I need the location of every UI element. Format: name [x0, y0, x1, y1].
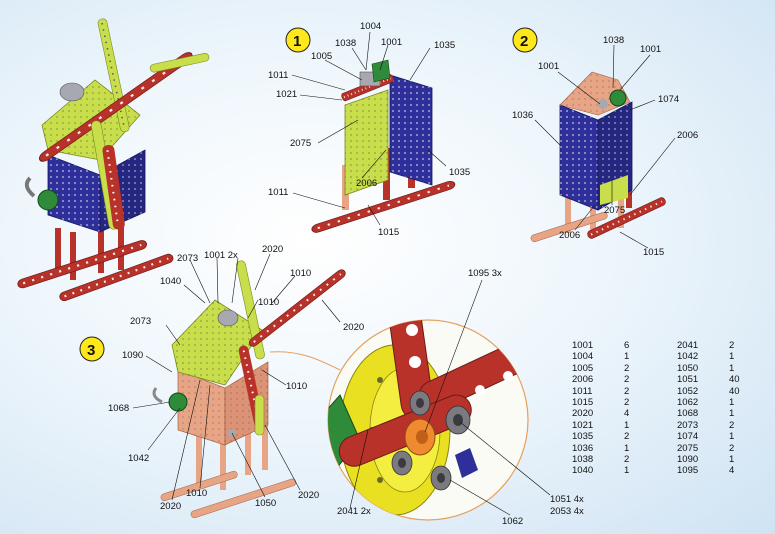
label-2006: 2006 [677, 130, 698, 141]
label-1050: 1050 [255, 498, 276, 509]
label-1010: 1010 [290, 268, 311, 279]
label-2006b: 2006 [559, 230, 580, 241]
label-1005: 1005 [311, 51, 332, 62]
label-2073: 2073 [177, 253, 198, 264]
step-number-3: 3 [87, 342, 95, 359]
step-3-assembly [79, 260, 349, 518]
label-1001: 1001 [640, 44, 661, 55]
label-1035: 1035 [434, 40, 455, 51]
label-1001: 1001 [381, 37, 402, 48]
label-2020: 2020 [262, 244, 283, 255]
label-1011b: 1011 [268, 187, 288, 198]
step-1-assembly [285, 27, 458, 236]
label-1038: 1038 [603, 35, 624, 46]
labels-step-1: 1004 1038 1001 1005 1035 1011 1021 2075 … [268, 21, 470, 238]
label-1036: 1036 [512, 110, 533, 121]
label-1035b: 1035 [449, 167, 470, 178]
label-1010d: 1010 [186, 488, 207, 499]
label-2073b: 2073 [130, 316, 151, 327]
label-2006: 2006 [356, 178, 377, 189]
labels-step-3: 2073 1001 2x 2020 1040 1010 1010 2073 10… [87, 244, 364, 512]
label-2075: 2075 [604, 205, 625, 216]
label-1011: 1011 [268, 70, 288, 81]
label-2053-4x: 2053 4x [550, 506, 584, 517]
label-1090: 1090 [122, 350, 143, 361]
label-1015: 1015 [643, 247, 664, 258]
label-1038: 1038 [335, 38, 356, 49]
labels-step-2: 1038 1001 1001 1074 1036 2006 2075 2006 … [512, 33, 698, 258]
label-2020b: 2020 [343, 322, 364, 333]
label-2041-2x: 2041 2x [337, 506, 371, 517]
label-1021: 1021 [276, 89, 297, 100]
label-1042: 1042 [128, 453, 149, 464]
label-1010c: 1010 [286, 381, 307, 392]
detail-magnifier [269, 319, 529, 521]
label-1001-2x: 1001 2x [204, 250, 238, 261]
label-1015: 1015 [378, 227, 399, 238]
label-1068: 1068 [108, 403, 129, 414]
step-number-1: 1 [293, 33, 301, 50]
labels-detail: 1095 3x 2041 2x 1051 4x 2053 4x 1062 [337, 268, 584, 527]
label-2020c: 2020 [160, 501, 181, 512]
label-1051-4x: 1051 4x [550, 494, 584, 505]
step-2-assembly [512, 27, 668, 242]
windmill-model-main [15, 18, 210, 304]
label-1010b: 1010 [258, 297, 279, 308]
label-2020d: 2020 [298, 490, 319, 501]
label-2075: 2075 [290, 138, 311, 149]
label-1074: 1074 [658, 94, 679, 105]
leader-lines [132, 31, 676, 516]
label-1062: 1062 [502, 516, 523, 527]
label-1095-3x: 1095 3x [468, 268, 502, 279]
label-1004: 1004 [360, 21, 381, 32]
step-number-2: 2 [520, 33, 528, 50]
label-1001b: 1001 [538, 61, 559, 72]
label-1040: 1040 [160, 276, 181, 287]
